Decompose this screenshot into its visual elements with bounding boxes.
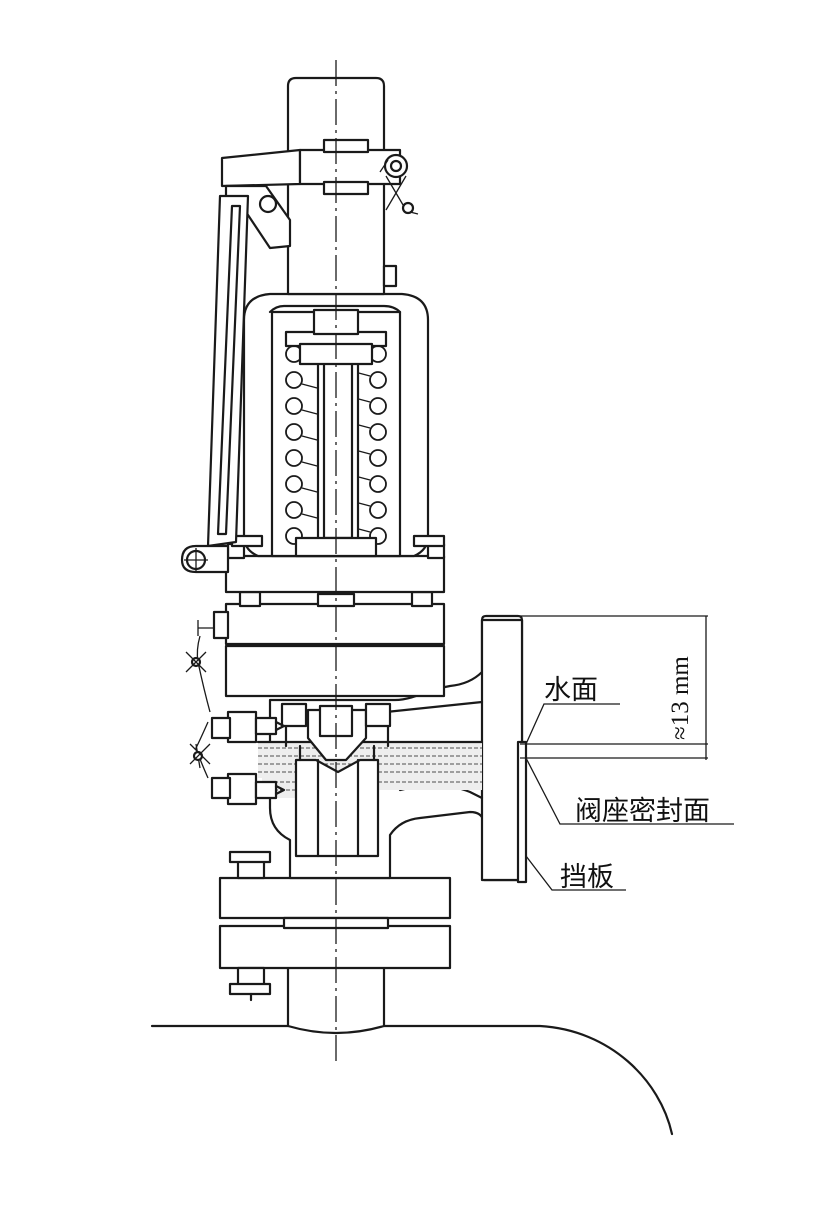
adjusting-screws — [189, 710, 286, 806]
lifting-lever — [180, 138, 419, 574]
inlet-nozzle — [286, 966, 386, 1035]
baffle-label: 挡板 — [560, 862, 614, 893]
dimension-label: ≈13 mm — [667, 656, 694, 740]
spring — [284, 308, 388, 558]
annotation-leaders — [510, 615, 734, 891]
vessel-outline — [150, 1024, 674, 1136]
valve-body — [256, 614, 528, 884]
middle-flange — [185, 590, 446, 713]
valve-seat-sealing-surface-label: 阀座密封面 — [575, 796, 710, 827]
water-surface-label: 水面 — [544, 675, 598, 706]
